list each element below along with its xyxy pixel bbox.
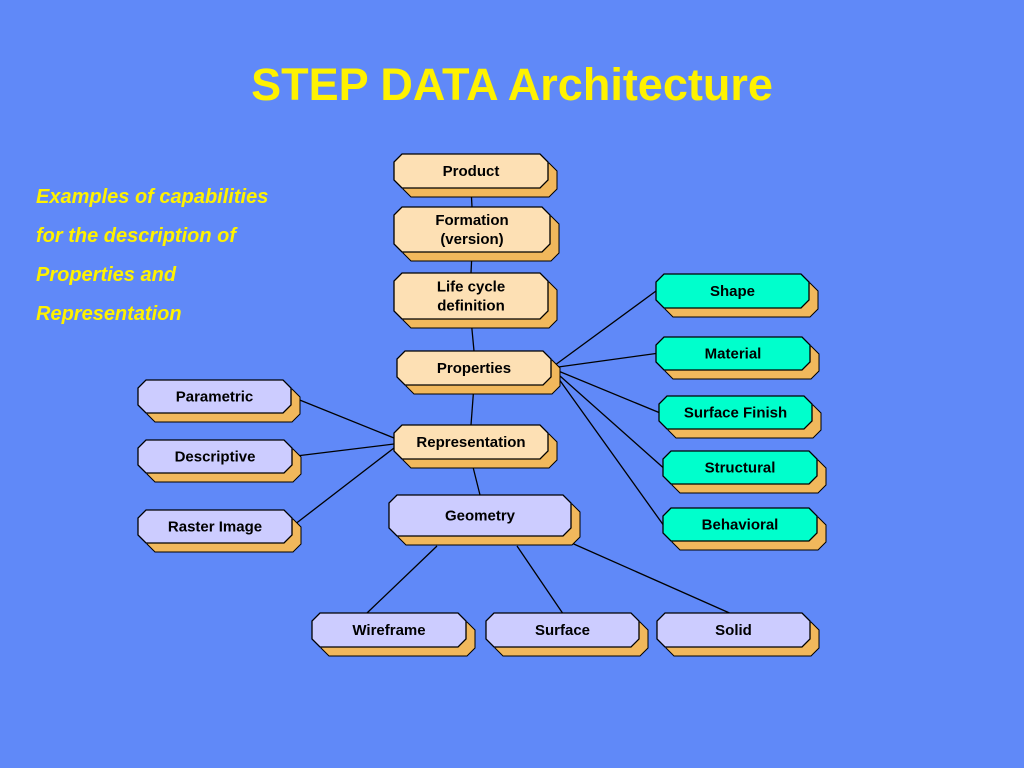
node-label: Descriptive <box>175 449 256 466</box>
node-lifecycle: Life cycle definition <box>393 272 558 329</box>
node-box <box>393 424 549 460</box>
node-surface-finish: Surface Finish <box>658 395 822 439</box>
node-box <box>662 507 818 542</box>
edge-geometry-surface <box>516 545 564 614</box>
node-label: Representation <box>416 434 525 451</box>
edge-properties-surface_finish <box>550 367 660 414</box>
node-box <box>396 350 552 386</box>
edge-properties-shape <box>550 290 657 369</box>
node-label: Life cycle <box>437 279 505 296</box>
node-geometry: Geometry <box>388 494 581 546</box>
node-parametric: Parametric <box>137 379 301 423</box>
subtitle-line-1: Examples of capabilities <box>36 186 269 208</box>
node-shape: Shape <box>655 273 819 318</box>
edge-representation-raster <box>291 447 395 528</box>
edge-properties-behavioral <box>550 367 664 525</box>
node-label: Wireframe <box>352 622 425 639</box>
node-product: Product <box>393 153 558 198</box>
node-box <box>655 336 811 371</box>
node-label: Solid <box>715 622 752 639</box>
node-box <box>137 379 292 414</box>
slide-title: STEP DATA Architecture <box>251 59 773 110</box>
edge-representation-parametric <box>290 395 395 439</box>
node-box <box>311 612 467 648</box>
node-formation: Formation (version) <box>393 206 560 262</box>
node-box <box>655 273 810 309</box>
node-behavioral: Behavioral <box>662 507 827 551</box>
node-box <box>137 439 293 474</box>
node-label: Structural <box>705 460 776 477</box>
subtitle-line-2: for the description of <box>36 225 236 247</box>
node-box <box>393 153 549 189</box>
edge-properties-structural <box>550 367 664 468</box>
node-box <box>388 494 572 537</box>
node-structural: Structural <box>662 450 827 494</box>
node-label: Surface Finish <box>684 405 787 422</box>
node-label: Behavioral <box>702 517 779 534</box>
node-label: Properties <box>437 360 511 377</box>
node-label: Geometry <box>445 508 516 525</box>
node-box <box>656 612 811 648</box>
node-wireframe: Wireframe <box>311 612 476 657</box>
node-box <box>658 395 813 430</box>
node-solid: Solid <box>656 612 820 657</box>
edge-representation-descriptive <box>291 443 395 458</box>
node-label: Surface <box>535 622 590 639</box>
node-material: Material <box>655 336 820 380</box>
node-descriptive: Descriptive <box>137 439 302 483</box>
node-box <box>485 612 640 648</box>
node-properties: Properties <box>396 350 561 395</box>
node-box <box>137 509 293 544</box>
node-label: Formation <box>435 212 508 229</box>
node-label: Material <box>705 346 762 363</box>
node-box <box>662 450 818 485</box>
node-label: Parametric <box>176 389 254 406</box>
node-label: Product <box>443 163 500 180</box>
node-raster: Raster Image <box>137 509 302 553</box>
node-representation: Representation <box>393 424 558 469</box>
node-box <box>393 206 551 253</box>
subtitle-line-4: Representation <box>36 303 182 325</box>
slide-subtitle: Examples of capabilities for the descrip… <box>36 178 366 334</box>
node-box <box>393 272 549 320</box>
node-label: (version) <box>440 231 503 248</box>
edge-properties-material <box>550 352 657 369</box>
node-label: Raster Image <box>168 519 262 536</box>
edge-geometry-wireframe <box>366 545 438 614</box>
subtitle-line-3: Properties and <box>36 264 177 286</box>
node-label: Shape <box>710 283 755 300</box>
node-surface: Surface <box>485 612 649 657</box>
node-label: definition <box>437 298 505 315</box>
edge-geometry-solid <box>566 540 730 614</box>
